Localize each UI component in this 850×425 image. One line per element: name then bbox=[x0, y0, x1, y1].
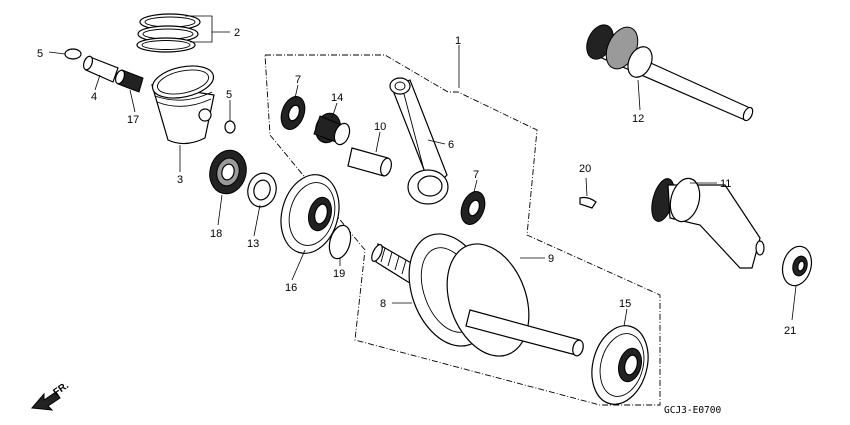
gear-shaft bbox=[586, 24, 754, 122]
callout-7-lower: 7 bbox=[473, 169, 479, 181]
callout-15: 15 bbox=[619, 298, 631, 310]
callout-10: 10 bbox=[374, 121, 386, 133]
piston bbox=[151, 65, 215, 145]
connecting-rod bbox=[389, 77, 449, 205]
leader-lines bbox=[48, 15, 797, 327]
small-end-bearing bbox=[114, 69, 144, 93]
piston-pin bbox=[82, 55, 119, 83]
balancer-bearing bbox=[781, 245, 813, 287]
callout-8: 8 bbox=[380, 298, 386, 310]
crankshaft bbox=[371, 233, 584, 357]
callout-20: 20 bbox=[579, 163, 591, 175]
callout-4: 4 bbox=[91, 91, 97, 103]
circlip-left bbox=[64, 48, 82, 60]
callout-14: 14 bbox=[331, 92, 343, 104]
callout-21: 21 bbox=[784, 325, 796, 337]
assembly-outline bbox=[264, 54, 661, 406]
callout-labels: 1 2 3 4 5 5 6 7 7 8 9 10 11 12 13 14 15 … bbox=[37, 27, 796, 337]
callout-13: 13 bbox=[247, 238, 259, 250]
callout-2: 2 bbox=[234, 27, 240, 39]
front-direction-arrow: FR. bbox=[30, 380, 71, 411]
balancer-shaft bbox=[651, 177, 765, 269]
callout-7-upper: 7 bbox=[295, 74, 301, 86]
callout-11: 11 bbox=[720, 178, 731, 190]
callout-16: 16 bbox=[285, 282, 297, 294]
big-end-bearing bbox=[313, 112, 351, 146]
callout-12: 12 bbox=[632, 113, 644, 125]
thrust-washer-lower bbox=[460, 191, 486, 225]
crank-pin bbox=[347, 147, 392, 177]
callout-5-right: 5 bbox=[226, 89, 232, 101]
snap-ring bbox=[328, 224, 352, 260]
piston-rings bbox=[136, 13, 201, 53]
callout-17: 17 bbox=[127, 114, 139, 126]
callout-3: 3 bbox=[177, 174, 183, 186]
callout-19: 19 bbox=[333, 268, 345, 280]
callout-1: 1 bbox=[455, 35, 461, 47]
diagram-code: GCJ3-E0700 bbox=[664, 405, 721, 416]
callout-5-left: 5 bbox=[37, 48, 43, 60]
callout-18: 18 bbox=[210, 228, 222, 240]
callout-6: 6 bbox=[448, 139, 454, 151]
crank-bearing-right bbox=[591, 325, 649, 405]
circlip-right bbox=[224, 120, 236, 134]
washer bbox=[247, 172, 277, 208]
thrust-washer-upper bbox=[280, 96, 306, 130]
oil-seal bbox=[209, 149, 247, 195]
crank-bearing-left bbox=[280, 174, 340, 254]
woodruff-key bbox=[579, 196, 597, 209]
callout-9: 9 bbox=[548, 253, 554, 265]
